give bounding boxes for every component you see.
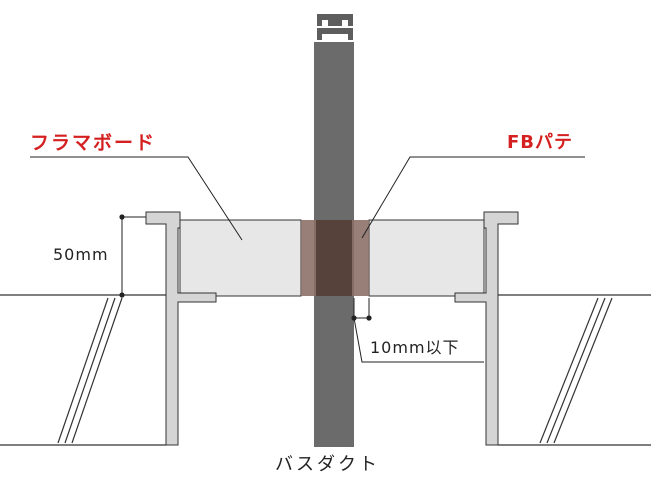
fb-putty-overlap	[316, 220, 352, 296]
hatch-right-3	[553, 297, 613, 444]
gap-dimension-label: 10mm以下	[370, 338, 460, 357]
dim-gap-leader	[353, 317, 484, 363]
dimension-height	[121, 216, 146, 295]
leader-fb-putty	[361, 156, 585, 239]
hatch-right-2	[546, 297, 606, 444]
fire-board-right	[368, 219, 485, 297]
frame-right	[454, 211, 519, 446]
bus-duct-label: バスダクト	[275, 454, 380, 475]
leader-fire-board	[30, 156, 243, 241]
dot-marker-icon	[366, 315, 372, 321]
hatch-left-2	[64, 297, 116, 444]
dimension-gap	[353, 298, 484, 363]
fire-board-label: フラマボード	[30, 132, 157, 154]
dot-marker-icon	[351, 315, 357, 321]
bus-duct-cap-icon	[317, 14, 353, 40]
floor-slab	[0, 294, 651, 446]
hatch-left-3	[71, 297, 123, 444]
hatch-right-1	[539, 297, 599, 444]
frame-left	[145, 211, 217, 446]
fb-putty-label: FBパテ	[507, 132, 574, 153]
fire-board-left	[179, 219, 302, 297]
dot-marker-icon	[119, 292, 125, 298]
leader-lines	[30, 156, 585, 241]
height-dimension-label: 50mm	[53, 245, 109, 264]
dot-marker-icon	[119, 214, 125, 220]
hatch-left-1	[57, 297, 109, 444]
